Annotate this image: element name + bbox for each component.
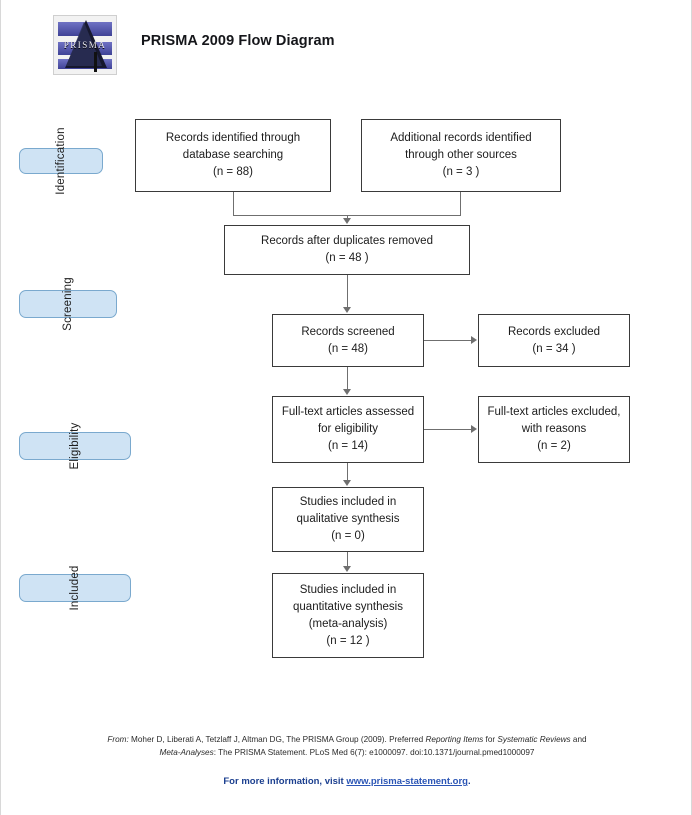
- citation-meta-analyses: Meta-Analyses: [159, 748, 214, 757]
- stage-label-eligibility-text: Eligibility: [69, 422, 81, 470]
- connector-screened-to-excluded: [424, 340, 472, 341]
- citation-and: and: [570, 735, 587, 744]
- flow-box-records-after-duplicates-removed: Records after duplicates removed (n = 48…: [224, 225, 470, 275]
- box-count: (n = 14): [328, 440, 368, 452]
- box-count: (n = 48 ): [325, 252, 369, 264]
- arrow-merge-to-dedup-icon: [343, 218, 351, 224]
- box-text-line2: qualitative synthesis: [296, 513, 400, 525]
- arrow-fulltext-to-excluded-icon: [471, 425, 477, 433]
- flow-box-fulltext-articles-excluded: Full-text articles excluded, with reason…: [478, 396, 630, 463]
- stage-label-identification: Identification: [19, 127, 103, 195]
- stage-label-screening: Screening: [19, 277, 117, 331]
- citation-line-2: Meta-Analyses: The PRISMA Statement. PLo…: [1, 746, 692, 759]
- stage-label-included-text: Included: [69, 565, 81, 611]
- arrow-screened-to-excluded-icon: [471, 336, 477, 344]
- page-title: PRISMA 2009 Flow Diagram: [141, 33, 335, 49]
- box-count: (n = 88): [213, 166, 253, 178]
- arrow-dedup-to-screened-icon: [343, 307, 351, 313]
- flow-box-records-identified-database: Records identified through database sear…: [135, 119, 331, 192]
- box-text-line3: (meta-analysis): [308, 617, 388, 630]
- box-text-line2: with reasons: [521, 423, 587, 435]
- box-count: (n = 12 ): [326, 634, 370, 647]
- box-text-line2: through other sources: [405, 149, 517, 161]
- flow-box-quantitative-synthesis: Studies included in quantitative synthes…: [272, 573, 424, 658]
- flow-box-records-excluded: Records excluded (n = 34 ): [478, 314, 630, 367]
- connector-fulltext-to-excluded: [424, 429, 472, 430]
- document-header: PRISMA PRISMA 2009 Flow Diagram: [1, 0, 692, 100]
- connector-screened-to-fulltext: [347, 367, 348, 390]
- citation-authors: Moher D, Liberati A, Tetzlaff J, Altman …: [128, 735, 426, 744]
- box-text-line1: Studies included in: [299, 583, 397, 596]
- document-footer: From: Moher D, Liberati A, Tetzlaff J, A…: [1, 733, 692, 787]
- more-information-line: For more information, visit www.prisma-s…: [1, 776, 692, 787]
- prisma-statement-link[interactable]: www.prisma-statement.org: [346, 776, 468, 787]
- prisma-logo-icon: PRISMA: [53, 15, 117, 75]
- box-text-line1: Studies included in: [299, 496, 397, 508]
- stage-label-eligibility: Eligibility: [19, 423, 131, 469]
- box-text-line2: for eligibility: [317, 423, 379, 435]
- connector-db-to-merge: [233, 192, 234, 216]
- more-information-suffix: .: [467, 776, 471, 787]
- box-text-line1: Records screened: [301, 325, 395, 338]
- box-count: (n = 2): [537, 440, 571, 452]
- box-text-line1: Records excluded: [507, 325, 601, 338]
- arrow-qualitative-to-quantitative-icon: [343, 566, 351, 572]
- box-text-line1: Records identified through: [165, 132, 301, 144]
- connector-dedup-to-screened: [347, 275, 348, 308]
- logo-wordmark: PRISMA: [63, 40, 107, 50]
- citation-for: for: [483, 735, 498, 744]
- citation-reporting-items: Reporting Items: [425, 735, 484, 744]
- flow-box-records-screened: Records screened (n = 48): [272, 314, 424, 367]
- stage-label-identification-text: Identification: [55, 127, 67, 195]
- arrow-fulltext-to-qualitative-icon: [343, 480, 351, 486]
- flow-box-additional-records-other-sources: Additional records identified through ot…: [361, 119, 561, 192]
- box-text-line1: Records after duplicates removed: [261, 235, 433, 247]
- citation-line-1: From: Moher D, Liberati A, Tetzlaff J, A…: [1, 733, 692, 746]
- stage-label-screening-text: Screening: [62, 277, 74, 331]
- box-text-line2: quantitative synthesis: [293, 600, 403, 613]
- connector-qualitative-to-quantitative: [347, 552, 348, 566]
- connector-merge-to-dedup: [347, 215, 348, 219]
- box-text-line1: Full-text articles assessed: [281, 406, 415, 418]
- box-count: (n = 0): [331, 530, 365, 542]
- arrow-screened-to-fulltext-icon: [343, 389, 351, 395]
- box-text-line1: Additional records identified: [390, 132, 532, 144]
- connector-fulltext-to-qualitative: [347, 463, 348, 480]
- citation-systematic-reviews: Systematic Reviews: [497, 735, 571, 744]
- flow-box-fulltext-articles-assessed: Full-text articles assessed for eligibil…: [272, 396, 424, 463]
- flow-box-qualitative-synthesis: Studies included in qualitative synthesi…: [272, 487, 424, 552]
- logo-spike-shape: [94, 52, 97, 72]
- stage-label-included: Included: [19, 565, 131, 611]
- citation-journal-ref: : The PRISMA Statement. PLoS Med 6(7): e…: [213, 748, 535, 757]
- citation-from-label: From:: [107, 735, 129, 744]
- box-count: (n = 48): [328, 342, 368, 355]
- box-text-line2: database searching: [182, 149, 284, 161]
- connector-other-to-merge: [460, 192, 461, 216]
- box-count: (n = 34 ): [532, 342, 576, 355]
- more-information-prefix: For more information, visit: [223, 776, 347, 787]
- box-text-line1: Full-text articles excluded,: [487, 406, 621, 418]
- box-count: (n = 3 ): [442, 166, 480, 178]
